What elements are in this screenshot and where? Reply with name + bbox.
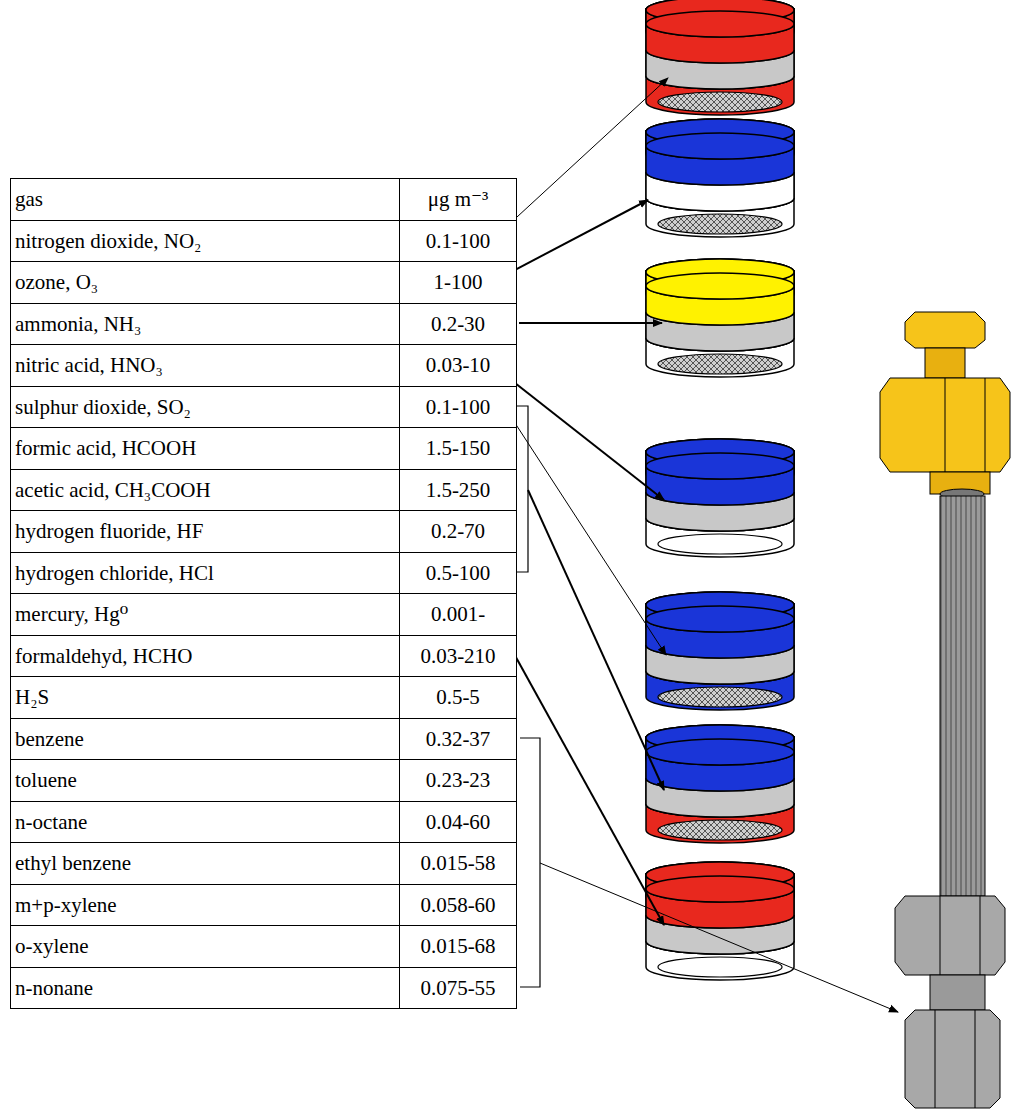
table-cell: gas [10,178,400,221]
table-cell: 0.1-100 [399,220,517,262]
passive-sampler [646,119,794,237]
table-cell: acetic acid, CH₃COOH [10,469,400,511]
table-cell: formic acid, HCOOH [10,427,400,470]
gas-name: acetic acid, CH₃COOH [15,478,211,503]
table-cell: hydrogen chloride, HCl [10,552,400,594]
gas-name: hydrogen chloride, HCl [15,561,214,586]
gas-name: ethyl benzene [15,851,131,876]
concentration-range: 0.015-58 [420,851,495,876]
table-cell: benzene [10,718,400,760]
table-cell: μg m⁻³ [399,178,517,221]
concentration-range: 0.2-70 [431,519,485,544]
table-cell: hydrogen fluoride, HF [10,510,400,553]
concentration-range: 1-100 [434,270,483,295]
concentration-range: μg m⁻³ [428,187,489,212]
gas-name: mercury, Hg⁰ [15,602,128,627]
table-cell: 0.04-60 [399,801,517,843]
table-cell: ammonia, NH₃ [10,303,400,345]
table-cell: 1.5-250 [399,469,517,511]
table-cell: m+p-xylene [10,884,400,926]
passive-sampler [646,259,794,377]
concentration-range: 0.5-100 [426,561,491,586]
table-cell: 0.2-30 [399,303,517,345]
gas-name: H₂S [15,685,49,710]
concentration-range: 0.23-23 [426,768,491,793]
gas-name: toluene [15,768,77,793]
table-cell: 0.001- [399,593,517,636]
table-cell: 0.32-37 [399,718,517,760]
gas-name: sulphur dioxide, SO₂ [15,395,191,420]
gas-name: ozone, O₃ [15,270,98,295]
gas-name: n-octane [15,810,87,835]
gas-name: hydrogen fluoride, HF [15,519,203,544]
table-cell: 0.058-60 [399,884,517,926]
table-cell: 0.03-210 [399,635,517,677]
passive-sampler [646,439,794,557]
concentration-range: 0.015-68 [420,934,495,959]
concentration-range: 1.5-150 [426,436,491,461]
concentration-range: 0.001- [431,602,485,627]
concentration-range: 0.1-100 [426,395,491,420]
gas-name: o-xylene [15,934,88,959]
table-cell: n-octane [10,801,400,843]
table-cell: nitric acid, HNO₃ [10,344,400,387]
tube-sampler [880,312,1010,1108]
gas-name: gas [15,187,43,212]
concentration-range: 0.058-60 [420,893,495,918]
table-cell: o-xylene [10,925,400,968]
table-cell: 1.5-150 [399,427,517,470]
passive-sampler [646,725,794,843]
table-cell: 0.03-10 [399,344,517,387]
table-cell: nitrogen dioxide, NO₂ [10,220,400,262]
concentration-range: 0.03-210 [420,644,495,669]
passive-sampler [646,0,794,115]
concentration-range: 1.5-250 [426,478,491,503]
concentration-range: 0.5-5 [436,685,480,710]
table-cell: n-nonane [10,967,400,1009]
gas-name: ammonia, NH₃ [15,312,141,337]
table-cell: 0.5-100 [399,552,517,594]
gas-name: benzene [15,727,84,752]
gas-name: formaldehyd, HCHO [15,644,192,669]
passive-sampler [646,592,794,710]
concentration-range: 0.04-60 [426,810,491,835]
gas-name: formic acid, HCOOH [15,436,196,461]
table-cell: 0.075-55 [399,967,517,1009]
table-cell: ozone, O₃ [10,261,400,304]
concentration-range: 0.075-55 [420,976,495,1001]
table-cell: 0.2-70 [399,510,517,553]
gas-name: nitric acid, HNO₃ [15,353,163,378]
table-cell: 0.015-58 [399,842,517,885]
table-cell: 0.5-5 [399,676,517,719]
concentration-range: 0.2-30 [431,312,485,337]
table-cell: toluene [10,759,400,802]
table-cell: 0.015-68 [399,925,517,968]
table-cell: 1-100 [399,261,517,304]
gas-name: n-nonane [15,976,93,1001]
concentration-range: 0.32-37 [426,727,491,752]
leader-lines [492,78,898,1012]
table-cell: 0.23-23 [399,759,517,802]
table-cell: H₂S [10,676,400,719]
table-cell: ethyl benzene [10,842,400,885]
concentration-range: 0.1-100 [426,229,491,254]
table-cell: mercury, Hg⁰ [10,593,400,636]
concentration-range: 0.03-10 [426,353,491,378]
table-cell: 0.1-100 [399,386,517,428]
passive-sampler [646,862,794,980]
table-cell: sulphur dioxide, SO₂ [10,386,400,428]
gas-name: m+p-xylene [15,893,117,918]
table-cell: formaldehyd, HCHO [10,635,400,677]
gas-name: nitrogen dioxide, NO₂ [15,229,201,254]
